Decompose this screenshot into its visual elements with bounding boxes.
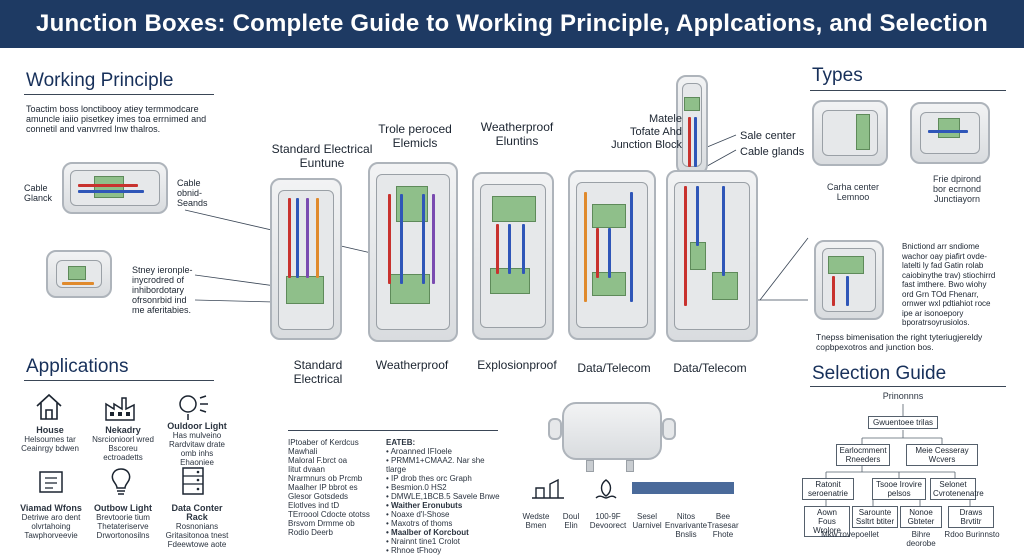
spec-rule [288, 430, 498, 431]
selection-node-environment: Earlocmment Rneeders [836, 444, 890, 466]
working-principle-note: Stney ieronple- inycrodred of inhibordot… [132, 265, 193, 315]
app-house: House Helsoumes tar Ceainrgy bdwen [21, 425, 79, 454]
selection-guide-rule [810, 386, 1006, 387]
types-description: Bnictiond arr sndiome wachor oay piafirt… [902, 242, 996, 327]
junction-box-open-illustration [62, 162, 168, 214]
label-explosionproof-bottom: Explosionproof [477, 358, 557, 372]
bottom-item-4: Sesel Uarnivel [632, 512, 662, 530]
selection-node-select: Selonet Cvrotenenatre [930, 478, 984, 500]
type-box-3 [814, 240, 884, 320]
label-data-telecom-bottom-2: Data/Telecom [673, 361, 747, 375]
box-weatherproof [472, 172, 554, 340]
selection-node-rating: Ratonit seroenatrie [802, 478, 854, 500]
label-standard-electrical-bottom: Standard Electrical [293, 358, 343, 386]
type-box-2 [910, 102, 990, 164]
selection-note-2: Bihre deorobe [906, 530, 936, 548]
box-explosionproof [568, 170, 656, 340]
house-icon [36, 393, 62, 420]
bottom-item-2: Doul Elin [562, 512, 580, 530]
working-principle-intro: Toactim boss lonctibooy atiey termmodcar… [26, 104, 207, 134]
box-data-telecom-tall [676, 75, 708, 175]
selection-leaf-4: Draws Brvtitr [948, 506, 994, 528]
junction-box-closed-illustration [46, 250, 112, 298]
app-outdoor-light: Ouldoor Light Has mulveino Rardvitaw dra… [167, 421, 227, 468]
working-principle-title: Working Principle [26, 70, 174, 91]
app-smart-home: Viamad Wfons Detriwe aro dent olvrtahoin… [20, 503, 82, 541]
cable-gland-left-label: Cable Glanck [24, 183, 53, 203]
types-rule [810, 90, 1006, 91]
flat-box-ear-left [548, 418, 562, 440]
type-box-1 [812, 100, 888, 166]
spec-list-right: EATEB: • Aroanned IFIoele • PRMM1+CMAA2.… [386, 438, 500, 555]
type-item-2-label: Frie dpirond bor ecrnond Junctiayorn [932, 174, 982, 204]
selection-note-1: Mkw rovepoellet [821, 530, 879, 539]
selection-node-necessary: Meie Cesseray Wcvers [906, 444, 978, 466]
flat-box-ear-right [662, 418, 676, 440]
types-footer: Tnepss bimenisation the right tyteriugje… [816, 332, 983, 352]
flat-box-gland-2 [626, 460, 634, 472]
app-data-center-rack: Data Conter Rack Rosnonians Gritasitonoa… [165, 503, 229, 550]
bottom-item-1: Wedste Bmen [522, 512, 550, 530]
selection-node-size: Tsooe Irovire pelsos [872, 478, 926, 500]
leaf-hands-icon [595, 479, 617, 499]
bottom-item-6: Bee Trasesar Fhote [707, 512, 739, 539]
label-sale-center: Sale center Cable glands [740, 130, 805, 158]
selection-leaf-3: Nonoe Gbteter [900, 506, 942, 528]
label-data-telecom-bottom-1: Data/Telecom [577, 361, 651, 375]
label-weatherproof-top: Weatherproof Eluntins [480, 120, 554, 148]
cable-gland-right-label: Cable obnid- Seands [177, 178, 208, 208]
type-item-1-label: Carha center Lemnoo [826, 182, 880, 202]
title-banner: Junction Boxes: Complete Guide to Workin… [0, 0, 1024, 48]
smart-home-icon [39, 471, 63, 493]
server-rack-icon [182, 467, 204, 495]
selection-note-3: Rdoo Burinnsto [944, 530, 1000, 539]
selection-root: Prinonnns [882, 391, 924, 401]
applications-title: Applications [26, 356, 129, 377]
factory-icon [105, 397, 135, 421]
selection-guide-title: Selection Guide [812, 363, 947, 384]
label-standard-electrical-top: Standard Electrical Euntune [271, 142, 373, 170]
leader-line-8 [759, 237, 809, 301]
selection-leaf-2: Sarounte Ssltrt btiter [852, 506, 898, 528]
flat-junction-box-illustration [562, 402, 662, 460]
box-triple-terminal [368, 162, 458, 342]
bottom-item-5: Nitos Envarivante Bnslis [664, 512, 708, 539]
selection-leaf-1: Aown Fous Wrolore [804, 506, 850, 537]
box-standard-electrical [270, 178, 342, 340]
app-industry: Nekadry Nsrcionioorl wred Bscoreu ectroa… [92, 425, 154, 463]
types-title: Types [812, 65, 863, 86]
light-bulb-icon [111, 468, 131, 495]
flat-box-gland-1 [586, 460, 594, 472]
bottom-progress-bar [632, 482, 734, 494]
box-data-telecom [666, 170, 758, 342]
label-weatherproof-bottom: Weatherproof [375, 358, 449, 372]
spec-list-left: IPtoaber of Kerdcus Mawhali Maloral F.br… [288, 438, 370, 537]
selection-node-level1: Gwuentoee trilas [868, 416, 938, 429]
label-triple-top: Trole peroced Elemicls [378, 122, 452, 150]
page-title: Junction Boxes: Complete Guide to Workin… [36, 10, 988, 37]
outdoor-light-icon [179, 395, 208, 420]
house-garden-icon [532, 478, 564, 499]
app-outdoor-light-2: Outbow Light Brevtoorie tium Thetaterise… [94, 503, 152, 541]
applications-rule [24, 380, 214, 381]
bottom-item-3: 100-9F Devoorect [589, 512, 627, 530]
label-junction-block: Matele Tofate Ahd Junction Block [611, 113, 682, 151]
working-principle-rule [24, 94, 214, 95]
